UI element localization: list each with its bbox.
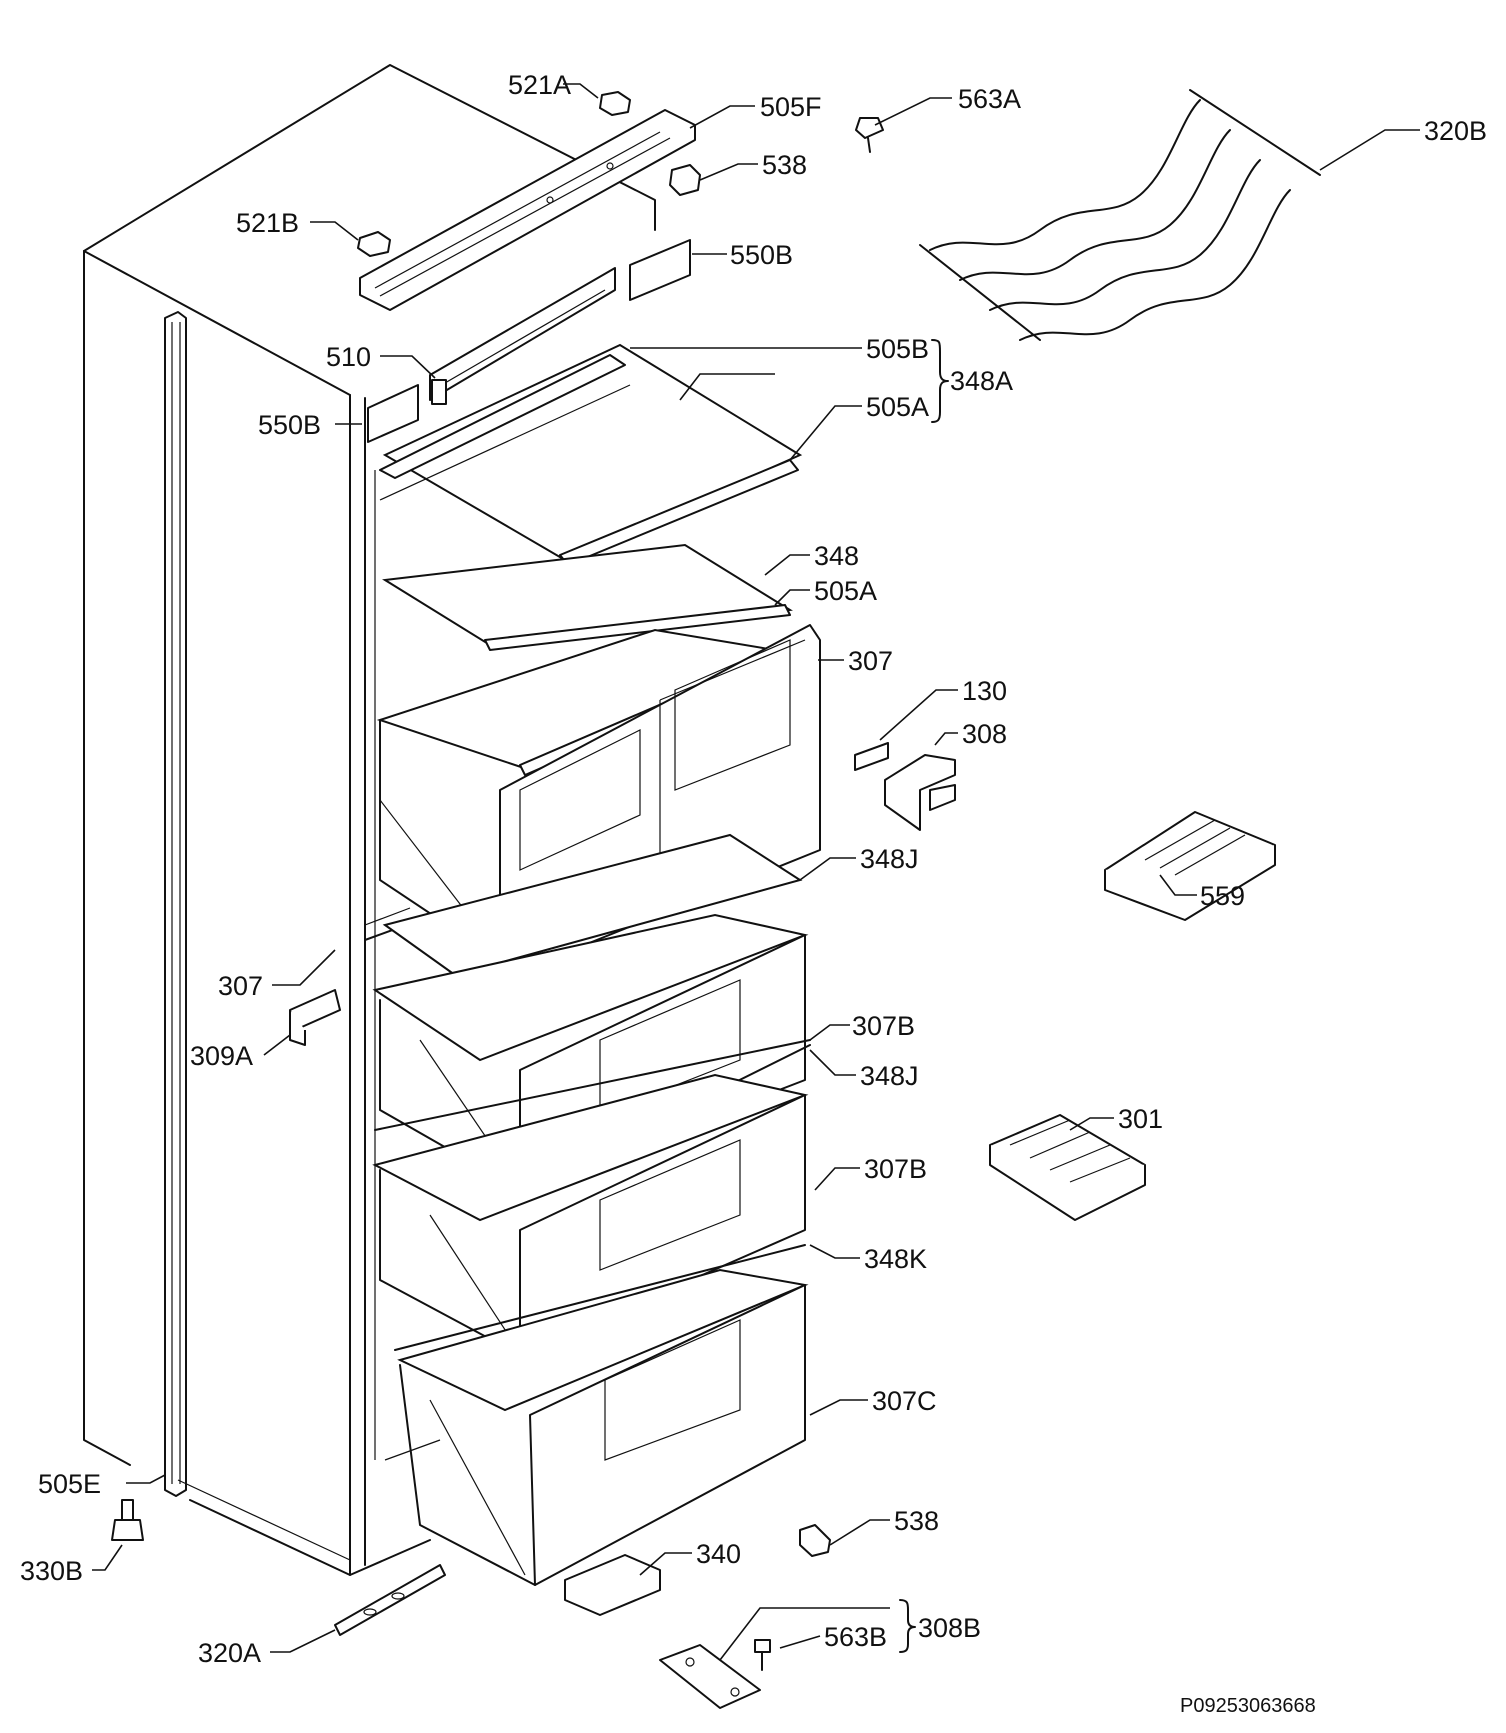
label-348j-2: 348J bbox=[860, 1061, 919, 1091]
label-307-right: 307 bbox=[848, 646, 893, 676]
label-130: 130 bbox=[962, 676, 1007, 706]
ice-tray-301 bbox=[989, 1114, 1146, 1221]
label-505a-1: 505A bbox=[866, 392, 929, 422]
plate-130 bbox=[854, 742, 889, 771]
label-348: 348 bbox=[814, 541, 859, 571]
bracket-309a bbox=[289, 989, 341, 1046]
label-521a: 521A bbox=[508, 70, 571, 100]
door-gasket-505e bbox=[164, 311, 187, 1497]
label-563a: 563A bbox=[958, 84, 1021, 114]
stop-538-top bbox=[669, 164, 701, 196]
rail-320a bbox=[334, 1564, 446, 1636]
label-505a-2: 505A bbox=[814, 576, 877, 606]
label-330b: 330B bbox=[20, 1556, 83, 1586]
cover-strip-550b-left bbox=[367, 384, 419, 443]
glass-shelf-348 bbox=[382, 543, 793, 651]
label-505e: 505E bbox=[38, 1469, 101, 1499]
screw-563a bbox=[855, 117, 884, 153]
label-340: 340 bbox=[696, 1539, 741, 1569]
label-538-top: 538 bbox=[762, 150, 807, 180]
drawing-code: P09253063668 bbox=[1180, 1695, 1316, 1717]
label-308b: 308B bbox=[918, 1613, 981, 1643]
stop-538-bottom bbox=[799, 1524, 831, 1557]
tray-559 bbox=[1104, 811, 1276, 921]
part-labels: 521A 505F 563A 320B 538 521B 550B 510 50… bbox=[20, 70, 1487, 1668]
label-307c: 307C bbox=[872, 1386, 937, 1416]
rear-bar-510 bbox=[429, 267, 616, 405]
hinge-cover-505f bbox=[359, 109, 696, 311]
label-307-left: 307 bbox=[218, 971, 263, 1001]
label-550b-right: 550B bbox=[730, 240, 793, 270]
hinge-308 bbox=[884, 754, 956, 831]
label-307b-1: 307B bbox=[852, 1011, 915, 1041]
hinge-308b bbox=[659, 1644, 761, 1709]
label-563b: 563B bbox=[824, 1622, 887, 1652]
wine-rack-320b bbox=[919, 89, 1321, 341]
label-301: 301 bbox=[1118, 1104, 1163, 1134]
label-550b-left: 550B bbox=[258, 410, 321, 440]
leader-lines bbox=[92, 83, 1420, 1661]
label-505b: 505B bbox=[866, 334, 929, 364]
brace-308b bbox=[899, 1599, 916, 1653]
screw-563b bbox=[754, 1639, 771, 1671]
label-348k: 348K bbox=[864, 1244, 927, 1274]
brace-348a bbox=[931, 339, 949, 423]
drawer-307b-2 bbox=[372, 1073, 809, 1356]
glass-shelf-348a bbox=[379, 343, 803, 566]
spacer-340 bbox=[564, 1554, 661, 1616]
label-505f: 505F bbox=[760, 92, 822, 122]
foot-330b bbox=[111, 1499, 144, 1541]
glass-plate-348k bbox=[394, 1244, 806, 1351]
label-348a: 348A bbox=[950, 366, 1013, 396]
label-538-bottom: 538 bbox=[894, 1506, 939, 1536]
label-559: 559 bbox=[1200, 881, 1245, 911]
label-510: 510 bbox=[326, 342, 371, 372]
cap-521a bbox=[599, 91, 631, 116]
drawer-307c bbox=[397, 1268, 809, 1586]
cover-strip-550b-right bbox=[629, 239, 691, 301]
label-521b: 521B bbox=[236, 208, 299, 238]
label-348j-1: 348J bbox=[860, 844, 919, 874]
cabinet bbox=[83, 64, 656, 1576]
label-307b-2: 307B bbox=[864, 1154, 927, 1184]
label-320b: 320B bbox=[1424, 116, 1487, 146]
cap-521b bbox=[357, 231, 391, 257]
label-309a: 309A bbox=[190, 1041, 253, 1071]
label-308: 308 bbox=[962, 719, 1007, 749]
label-320a: 320A bbox=[198, 1638, 261, 1668]
